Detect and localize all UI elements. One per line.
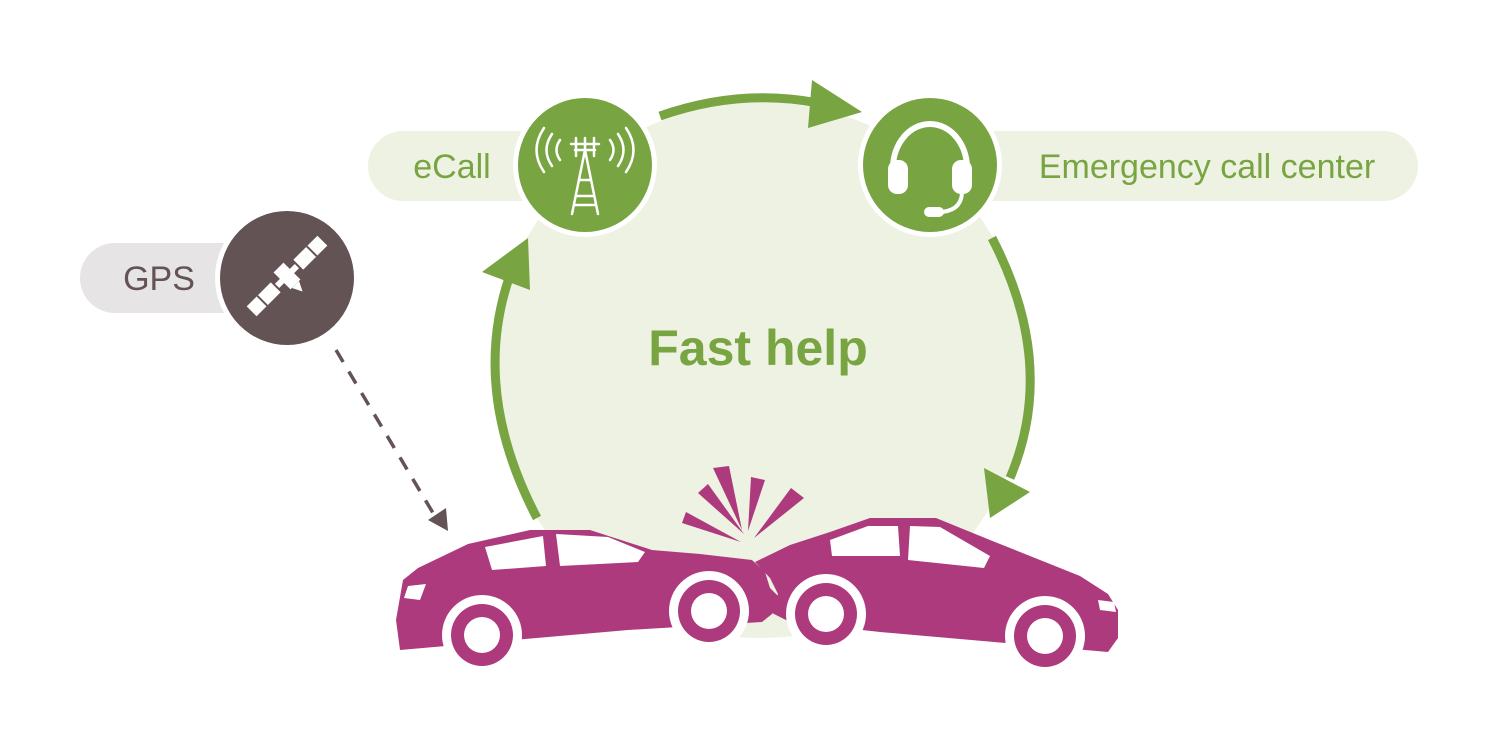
arrow-crash-to-ecall [490,273,541,521]
left-car [396,530,780,675]
arrowheads [482,80,1030,518]
call-center-label: Emergency call center [1039,148,1375,186]
ecall-label: eCall [413,148,490,186]
gps-signal-arrow [334,349,448,531]
cycle-arrows [490,93,1035,521]
center-circle [492,102,1028,638]
arrow-ecall-to-center [658,93,819,121]
gps-label: GPS [123,260,195,298]
gps-node [215,206,359,350]
right-car [755,518,1118,676]
call-center-pill [930,131,1418,201]
headset-icon [888,121,972,217]
center-title: Fast help [648,320,867,376]
arrow-center-to-crash [988,235,1035,480]
call-center-node [858,93,1002,237]
car-crash-icon [396,466,1118,676]
ecall-node [513,93,657,237]
radio-tower-icon [535,126,635,216]
impact-burst [682,466,804,542]
satellite-icon [246,235,328,317]
